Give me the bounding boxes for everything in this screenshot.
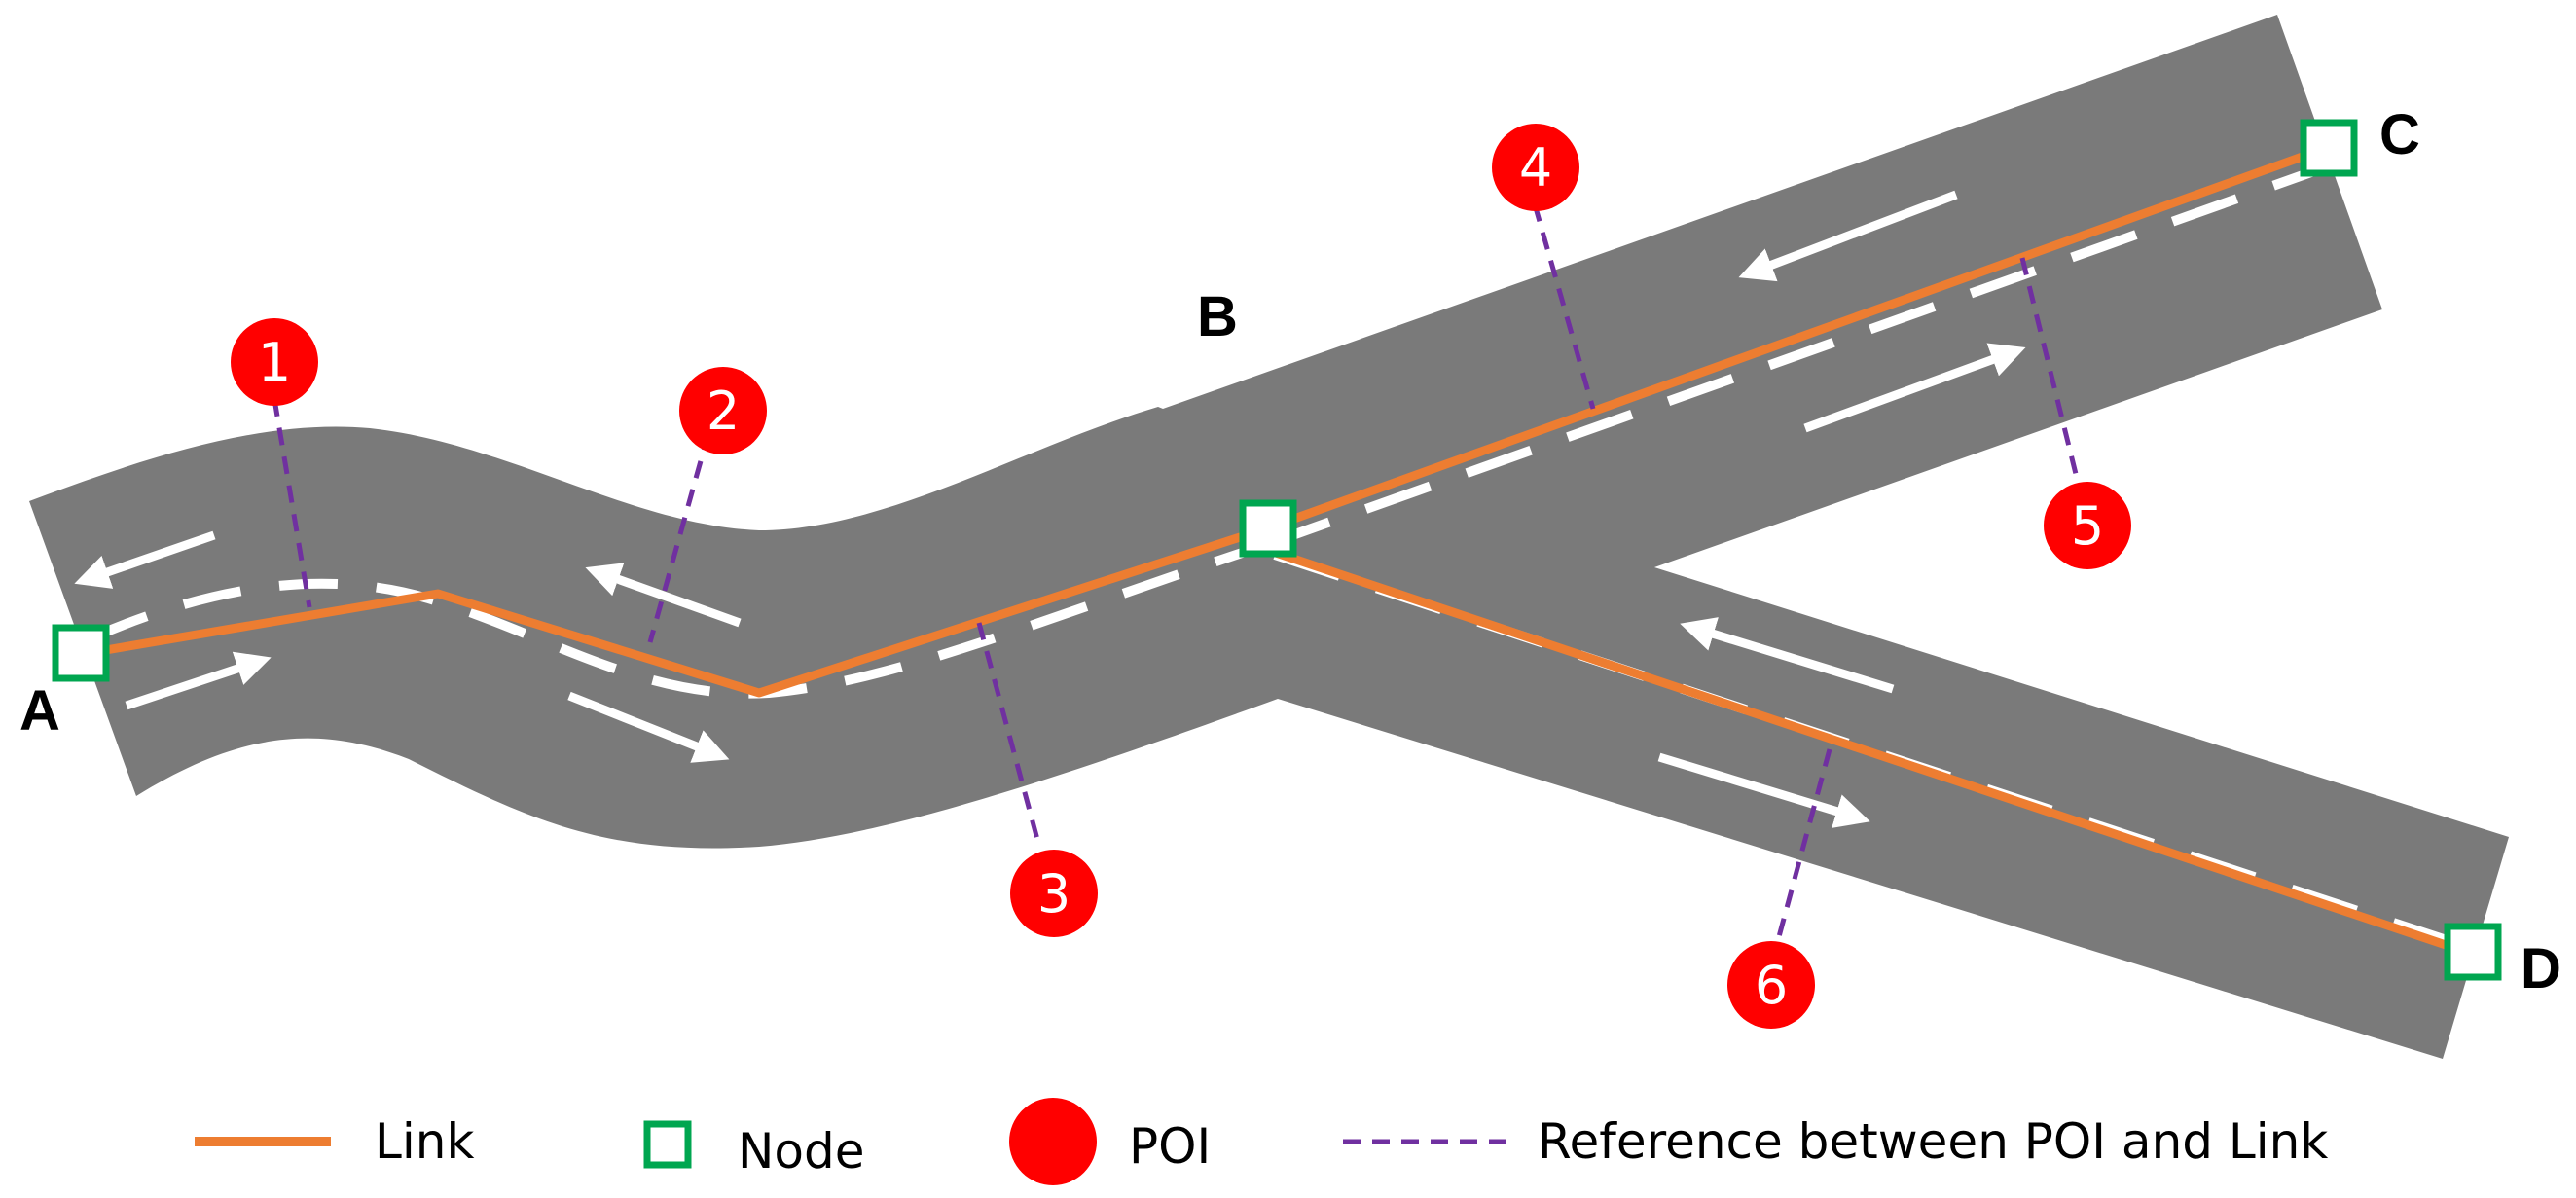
node-d [2444,923,2502,981]
poi-marker [679,367,767,454]
arrow-icon [1738,190,1958,282]
node-label-a: A [19,679,60,743]
poi-label: 3 [1037,863,1070,925]
poi-label: 6 [1755,955,1788,1016]
node-labels: A B C D [19,103,2561,1000]
arrow-icon [1803,343,2026,433]
arrow-icon [125,651,272,710]
reference-line-4 [1532,203,1596,410]
poi-marker [1010,850,1098,937]
poi-label: 2 [707,381,740,442]
node-label-d: D [2521,937,2561,1000]
links [82,144,2474,959]
legend-item-poi: POI [1009,1098,1211,1185]
node-b [1239,499,1297,558]
poi-label: 1 [258,332,291,393]
arrow-icon [567,691,730,763]
poi-5: 5 [2044,482,2131,569]
node-c [2300,119,2358,177]
arrow-icon [585,563,742,628]
legend-poi-label: POI [1129,1118,1211,1175]
node-label-b: B [1197,285,1238,348]
pois: 1 2 3 4 5 6 [231,124,2131,1029]
reference-lines [272,203,2081,945]
link-b-d [1265,545,2474,959]
poi-marker [2044,482,2131,569]
reference-line-2 [647,432,711,643]
lane-markings [91,159,2454,947]
poi-3: 3 [1010,850,1098,937]
legend-reference-label: Reference between POI and Link [1538,1113,2328,1170]
center-line-b-c [1263,159,2338,550]
legend-item-reference: Reference between POI and Link [1343,1113,2328,1170]
reference-line-5 [2019,257,2081,483]
arrow-icon [74,530,216,589]
nodes [52,119,2502,981]
poi-marker [1492,124,1579,211]
direction-arrows [74,190,2026,828]
legend-node-swatch [643,1120,692,1169]
poi-4: 4 [1492,124,1579,211]
poi-label: 4 [1519,137,1552,199]
legend: Link Node POI Reference between POI and … [195,1098,2328,1185]
legend-poi-swatch [1009,1098,1097,1185]
legend-item-link: Link [195,1113,474,1170]
node-a [52,624,110,682]
poi-marker [231,318,318,406]
arrow-icon [1657,752,1870,828]
link-b-c [1265,144,2326,533]
arrow-icon [1680,617,1895,694]
node-label-c: C [2379,103,2420,166]
legend-node-label: Node [738,1123,865,1180]
reference-line-6 [1774,748,1832,945]
poi-1: 1 [231,318,318,406]
reference-line-3 [976,622,1042,848]
legend-link-label: Link [375,1113,474,1170]
poi-label: 5 [2071,495,2104,557]
reference-line-1 [272,398,312,608]
poi-2: 2 [679,367,767,454]
legend-item-node: Node [643,1120,865,1180]
poi-6: 6 [1727,941,1815,1029]
link-a-b [82,524,1269,698]
poi-marker [1727,941,1815,1029]
